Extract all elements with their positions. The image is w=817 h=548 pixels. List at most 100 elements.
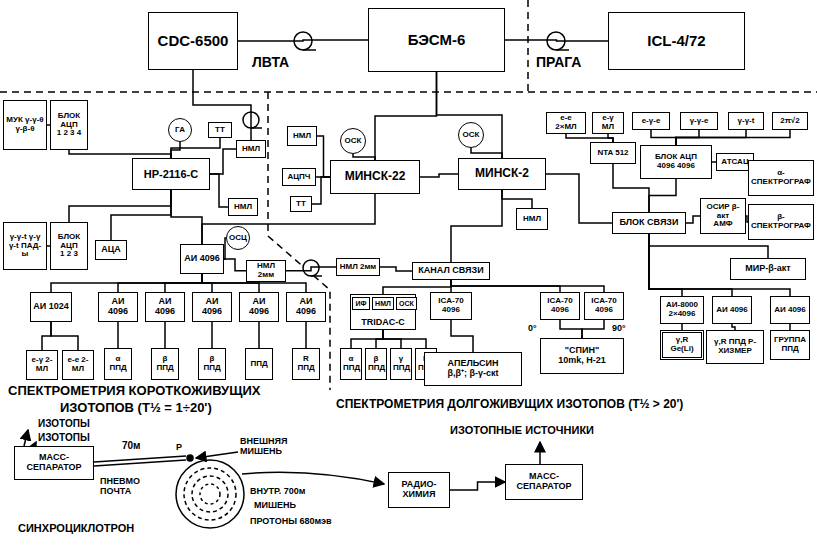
node-text: NTA 512 (593, 149, 633, 158)
equipment-box: β ППД (365, 348, 387, 380)
output-arrow (24, 430, 28, 446)
equipment-box: АИ 4096 (98, 292, 138, 322)
equipment-box: ППД (245, 348, 273, 380)
node-text: МУК γ-γ-θ γ-β-θ (6, 116, 44, 134)
connector (437, 72, 503, 158)
node-text: АТСАЦ (719, 158, 751, 167)
equipment-box: АИ 4096 (286, 292, 326, 322)
connector (111, 190, 171, 240)
connector (305, 322, 307, 348)
node-text: 1 2 3 4 (53, 129, 85, 138)
text-label: Р (176, 442, 182, 452)
circle-node: ОСК (340, 128, 366, 154)
equipment-box: β-СПЕКТРОГРАФ (748, 204, 814, 240)
equipment-box: ТТ (208, 122, 232, 138)
node-text: γ-γ-t (731, 117, 761, 126)
connector (211, 322, 213, 348)
node-text: e-γ 2-МЛ (29, 356, 55, 374)
node-text: ICL-4/72 (611, 33, 742, 50)
node-text: АПЕЛЬСИН (427, 359, 519, 369)
connector (210, 174, 228, 207)
equipment-box: γ-γ-e (680, 112, 718, 130)
equipment-box: e-γ-e (632, 112, 670, 130)
equipment-box: ICA-70 4096 (540, 292, 580, 320)
output-arrow (539, 442, 541, 464)
equipment-box: РАДИО- ХИМИЯ (388, 472, 450, 508)
node-text: КАНАЛ СВЯЗИ (415, 266, 487, 276)
text-label: ПНЕВМО ПОЧТА (100, 476, 150, 497)
node-text: β-СПЕКТРОГРАФ (751, 213, 811, 231)
node-text: β,β⁺; β-γ-скt (427, 369, 519, 379)
connector (420, 174, 458, 177)
node-text: ICA-70 4096 (543, 297, 577, 315)
equipment-box: АИ 1024 (30, 292, 72, 322)
text-label: ВНУТР. 700м (250, 486, 305, 496)
node-text: НМЛ (231, 203, 255, 212)
equipment-box: КАНАЛ СВЯЗИ (412, 262, 490, 280)
connector (258, 322, 260, 348)
connector (383, 330, 426, 348)
node-text: ТТ (293, 200, 309, 209)
equipment-box: ICA-70 4096 (430, 292, 472, 320)
text-label: ИЗОТОПЫ (38, 432, 90, 444)
node-text: 2π√2 (775, 117, 805, 126)
equipment-box: β ППД (198, 348, 226, 380)
text-label: ПРАГА (536, 54, 581, 70)
equipment-box: R ППД (292, 348, 320, 380)
node-text: ИФ (355, 300, 367, 308)
node-text: БЛОК АЦП (53, 233, 85, 251)
equipment-box: γ,R Ge(Li) (660, 330, 704, 360)
connector (649, 234, 732, 296)
node-text: НМЛ 2мм (249, 262, 283, 280)
equipment-box: TRIDAC-CИФНМЛОСК (350, 294, 416, 330)
node-text: МАСС- СЕПАРАТОР (17, 453, 91, 473)
equipment-box: γ-γ-t (728, 112, 764, 130)
equipment-box: НМЛ (516, 208, 548, 230)
connector (676, 130, 790, 145)
equipment-box: α-СПЕКТРОГРАФ (748, 160, 814, 196)
equipment-box: НР-2116-С (132, 158, 210, 190)
equipment-box: НМЛ 2мм (336, 258, 380, 276)
equipment-box: e-e 2×МЛ (546, 112, 586, 134)
node-text: АИ-8000 2×4096 (663, 301, 701, 319)
equipment-box: α ППД (340, 348, 362, 380)
connector (686, 216, 700, 223)
equipment-box: АИ 4096 (712, 296, 752, 324)
connector (164, 322, 166, 348)
node-text: ГРУППА ППД (773, 336, 807, 354)
equipment-box: e-e 2-МЛ (62, 350, 94, 380)
connector (649, 234, 682, 296)
equipment-box: МИНСК-22 (330, 160, 420, 194)
connector (380, 267, 412, 271)
text-label: ИЗОТОПОВ (T½ = 1÷20') (60, 401, 212, 416)
circle-node: ГА (168, 118, 192, 142)
node-text: ППД (248, 360, 270, 369)
equipment-box: НМЛ 2мм (246, 260, 286, 282)
equipment-box: БЛОК АЦП4096 4096 (640, 145, 712, 179)
node-text: МИНСК-2 (461, 167, 543, 180)
equipment-box: БЭСМ-6 (368, 8, 505, 72)
equipment-box: АИ-8000 2×4096 (660, 296, 704, 324)
node-text: АИ 4096 (183, 254, 221, 264)
connector (193, 70, 251, 140)
connector (546, 174, 612, 223)
equipment-box: ICL-4/72 (608, 12, 745, 70)
equipment-box: МИР-β-акт (730, 258, 806, 280)
node-text: МИНСК-22 (333, 170, 417, 183)
connector (649, 179, 676, 212)
equipment-box: α ППД (104, 348, 132, 380)
node-text: TRIDAC-C (353, 318, 413, 328)
equipment-box: МАСС- СЕПАРАТОР (505, 464, 583, 500)
node-text: ОСЦ (227, 234, 249, 243)
equipment-box: ОСИР β-актАМФ (700, 198, 746, 234)
node-text: e-γ МЛ (595, 114, 621, 132)
node-text: АЦА (98, 245, 124, 255)
connector (117, 322, 119, 348)
node-text: γ-γ-e (683, 117, 715, 126)
node-text: e-e 2×МЛ (549, 114, 583, 132)
equipment-box: БЛОК АЦП1 2 3 4 (50, 100, 88, 150)
node-text: ОСИР β-акт (703, 203, 743, 221)
connector (238, 40, 368, 41)
transfer-arrow (242, 472, 384, 484)
node-text: α ППД (107, 355, 129, 373)
